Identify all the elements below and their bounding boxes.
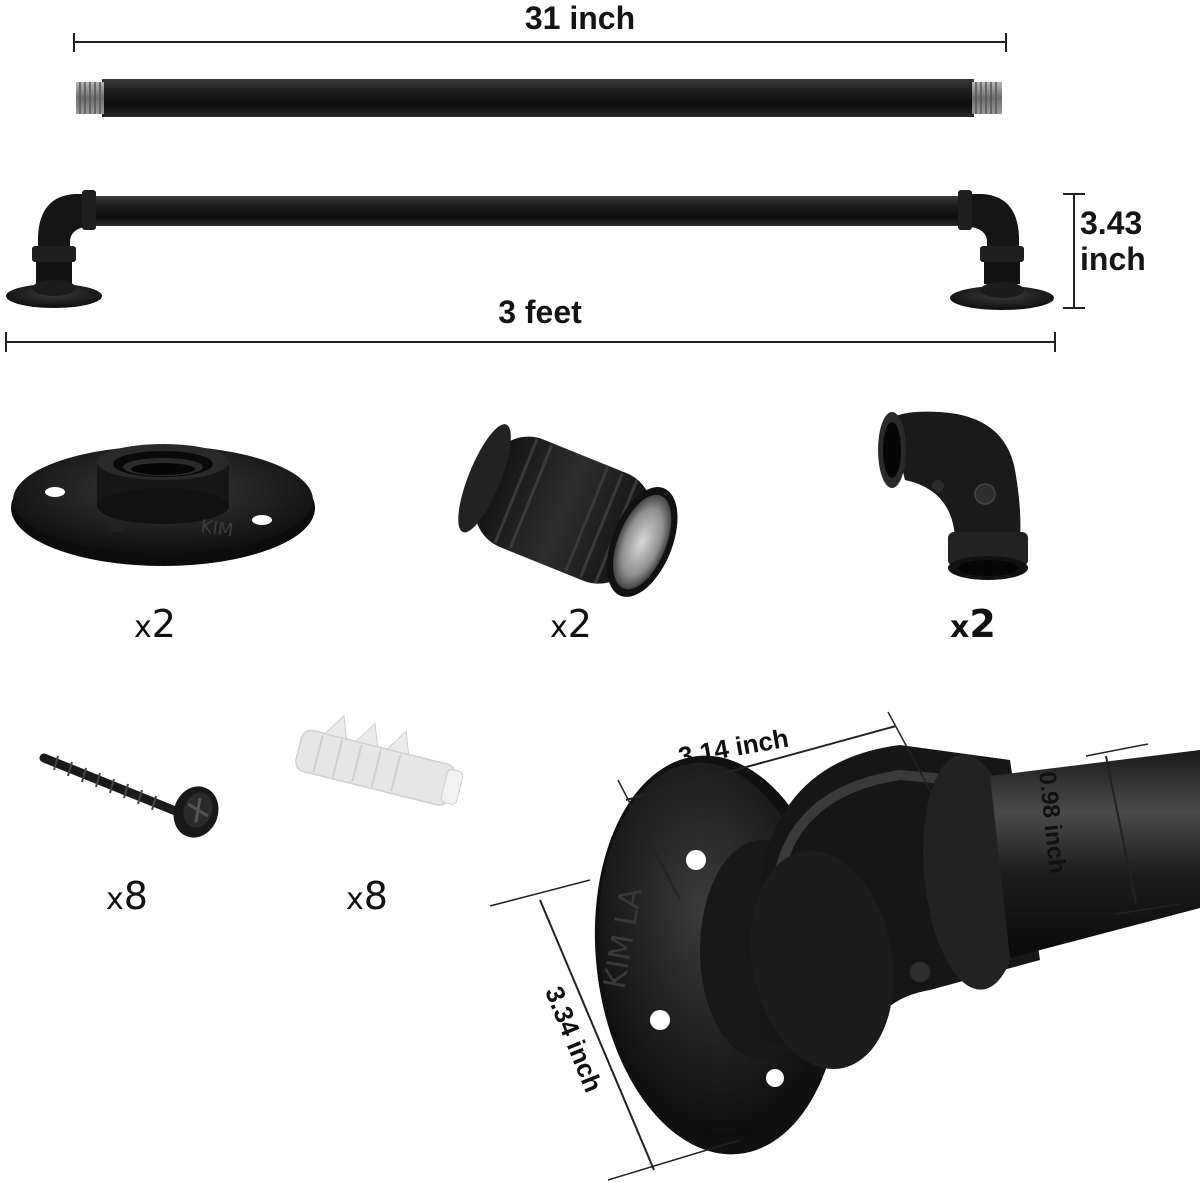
wall-anchor-part (295, 714, 464, 806)
pipe-diameter-dimension-line (1085, 743, 1181, 915)
coupling-quantity: x2 (550, 602, 592, 646)
elbow-qty-prefix: x (950, 610, 970, 645)
anchor-qty-prefix: x (346, 882, 364, 917)
rod-height-unit: inch (1080, 241, 1146, 277)
screw-qty-prefix: x (106, 882, 124, 917)
assembled-rod (6, 190, 1054, 310)
elbow-quantity: x2 (950, 602, 996, 646)
rod-width-label: 3 feet (498, 294, 582, 330)
screw-quantity: x8 (106, 874, 148, 918)
flange-quantity: x2 (134, 602, 176, 646)
floor-flange-part: KIM (11, 444, 315, 566)
rod-height-label: 3.43 inch (1080, 205, 1146, 277)
straight-pipe (76, 79, 1002, 117)
coupling-qty-value: 2 (567, 602, 592, 646)
flange-width-dimension-line (617, 711, 971, 901)
rod-height-value: 3.43 (1080, 205, 1143, 241)
anchor-qty-value: 8 (363, 874, 388, 918)
screw-qty-value: 8 (123, 874, 148, 918)
elbow-qty-value: 2 (969, 602, 996, 646)
rod-width-dimension-line (5, 332, 1056, 352)
flange-qty-prefix: x (134, 610, 152, 645)
rod-height-dimension-line (1063, 193, 1085, 309)
screw-part (39, 753, 219, 838)
elbow-part (878, 411, 1028, 580)
anchor-quantity: x8 (346, 874, 388, 918)
rod-length-label: 31 inch (524, 0, 636, 36)
coupling-qty-prefix: x (550, 610, 568, 645)
closeup-detail: KIM LA (594, 745, 1200, 1155)
flange-height-dimension-line (489, 879, 741, 1181)
coupling-part (458, 424, 678, 597)
svg-text:KIM: KIM (199, 516, 234, 541)
flange-qty-value: 2 (151, 602, 176, 646)
rod-length-dimension-line (73, 33, 1007, 52)
